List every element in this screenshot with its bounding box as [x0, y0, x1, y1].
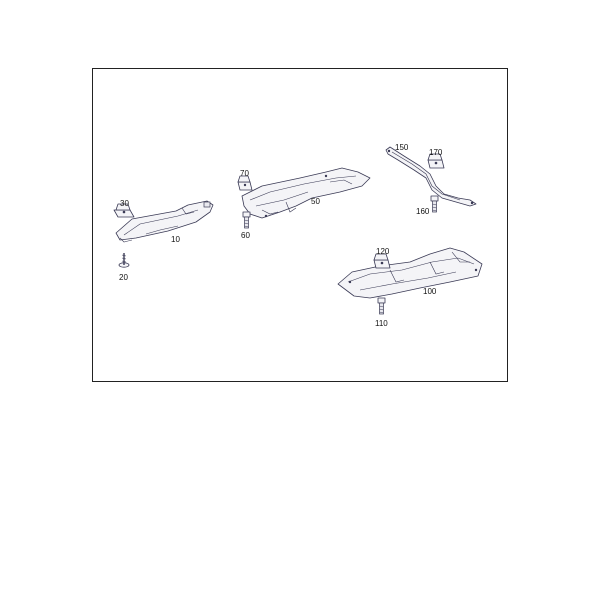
label-60: 60 [241, 231, 250, 240]
diagram-frame [92, 68, 508, 382]
label-170: 170 [429, 148, 443, 157]
part-170-clip-nut[interactable] [427, 153, 445, 169]
part-30-clip-nut[interactable] [113, 203, 135, 218]
label-120: 120 [376, 247, 390, 256]
label-110: 110 [375, 319, 388, 328]
part-110-bolt[interactable] [377, 297, 386, 315]
part-70-clip-nut[interactable] [237, 175, 253, 191]
part-10-front-panel[interactable] [115, 200, 214, 243]
label-150: 150 [395, 143, 409, 152]
part-100-rear-panel[interactable] [337, 247, 483, 299]
part-20-screw[interactable] [118, 253, 130, 268]
part-160-bolt[interactable] [430, 195, 439, 213]
label-20: 20 [119, 273, 128, 282]
part-120-clip-nut[interactable] [373, 253, 391, 269]
label-10: 10 [171, 235, 180, 244]
label-30: 30 [120, 199, 129, 208]
part-60-bolt[interactable] [242, 211, 251, 229]
part-50-middle-panel[interactable] [241, 167, 371, 219]
part-150-strut[interactable] [385, 146, 477, 207]
label-100: 100 [423, 287, 437, 296]
label-50: 50 [311, 197, 320, 206]
label-70: 70 [240, 169, 249, 178]
label-160: 160 [416, 207, 430, 216]
